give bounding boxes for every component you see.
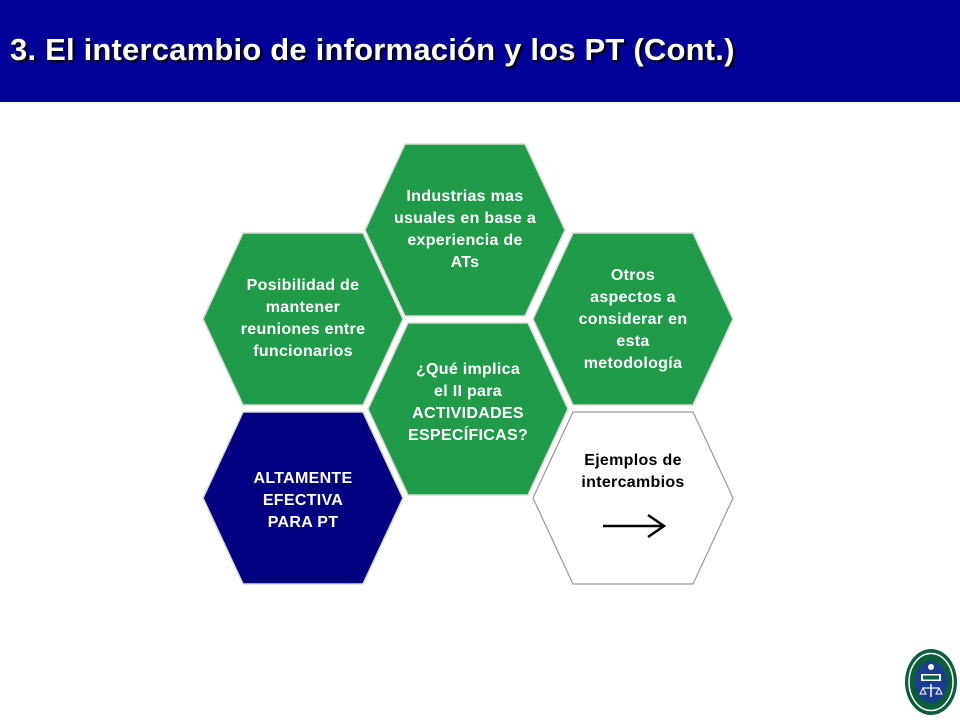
hex-shape-posibilidad (202, 232, 404, 406)
institution-seal-icon (905, 649, 957, 715)
hex-shape-centro (367, 322, 569, 496)
hex-shape-industrias (364, 143, 566, 317)
hex-shape-altamente (202, 411, 404, 585)
hex-label-otros: Otros aspectos a considerar en esta meto… (578, 267, 688, 372)
hex-label-ejemplos: Ejemplos de intercambios (581, 452, 685, 491)
hex-label-centro: ¿Qué implica el II para ACTIVIDADES ESPE… (407, 361, 529, 444)
hex-label-posibilidad: Posibilidad de mantener reuniones entre … (240, 277, 366, 360)
arrow-right-icon (603, 513, 667, 539)
hex-shape-otros (532, 232, 734, 406)
slide-title: 3. El intercambio de información y los P… (10, 32, 735, 67)
hex-shape-ejemplos (532, 411, 734, 585)
hex-label-altamente: ALTAMENTE EFECTIVA PARA PT (253, 470, 353, 531)
hex-label-industrias: Industrias mas usuales en base a experie… (393, 188, 537, 271)
title-bar: 3. El intercambio de información y los P… (0, 0, 960, 102)
